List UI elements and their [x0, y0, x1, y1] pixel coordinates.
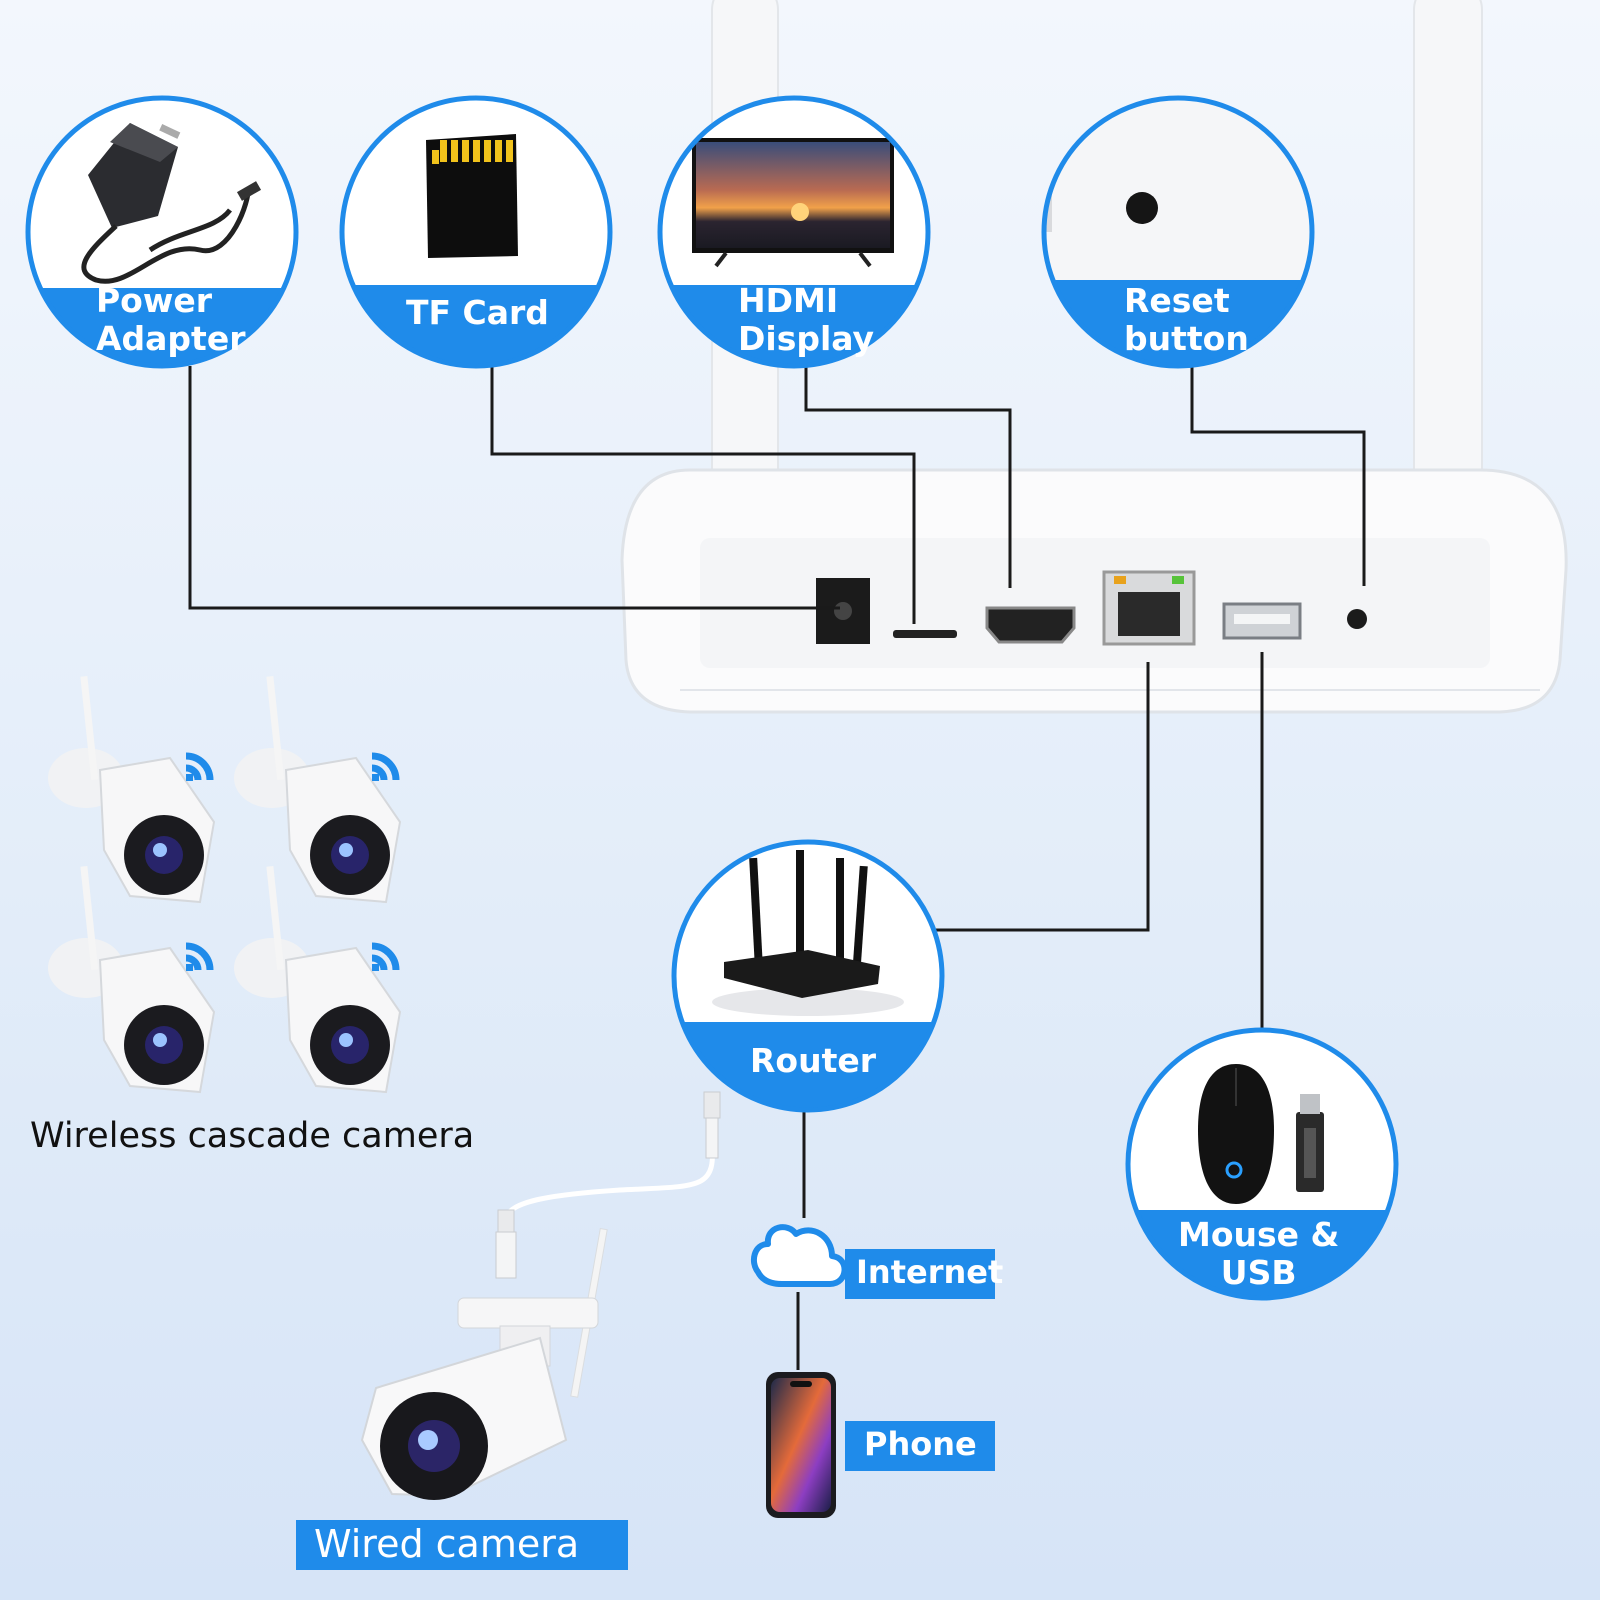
power-adapter-label: Power Adapter: [96, 281, 246, 358]
wired-camera-label: Wired camera: [314, 1522, 580, 1566]
mouse-usb-label: Mouse & USB: [1178, 1215, 1340, 1292]
hdmi-port: [985, 606, 1076, 644]
bubble-mouse-usb: [1125, 1027, 1399, 1301]
wireless-cameras-group: [48, 675, 402, 1094]
internet-label: Internet: [856, 1253, 1004, 1291]
ethernet-cable: [495, 1091, 721, 1279]
tf-connector-line: [490, 366, 916, 624]
power-connector-line: [188, 366, 840, 610]
bubble-tf-card: [339, 95, 613, 369]
tv-display-icon: [692, 138, 894, 268]
reset-hole-icon: [1126, 192, 1158, 224]
hdmi-display-label: HDMI Display: [738, 281, 875, 358]
nvr-device: [620, 0, 1568, 714]
tf-slot: [893, 630, 957, 638]
nvr-antenna-right: [1413, 0, 1483, 541]
hdmi-connector-line: [804, 366, 1012, 588]
reset-hole: [1347, 609, 1367, 629]
internet-label-bg: [845, 1249, 995, 1299]
router-icon: [712, 850, 904, 1016]
cloud-icon: [750, 1224, 848, 1287]
wired-camera-label-bg: [296, 1520, 628, 1570]
wireless-camera-1: [48, 675, 216, 904]
wired-camera: [360, 1227, 608, 1500]
reset-button-label: Reset button: [1124, 281, 1249, 358]
bubble-router: [671, 839, 945, 1113]
wireless-cascade-camera-label: Wireless cascade camera: [30, 1116, 475, 1156]
power-adapter-icon: [81, 123, 262, 284]
connector-lines: [188, 366, 1366, 1370]
phone-label: Phone: [864, 1425, 977, 1463]
sd-card-icon: [426, 134, 518, 258]
wireless-camera-4: [234, 865, 402, 1094]
wireless-camera-2: [234, 675, 402, 904]
mouse-usb-icon: [1198, 1064, 1324, 1204]
bubble-power-adapter: [25, 95, 299, 369]
phone-icon: [766, 1372, 836, 1518]
router-label: Router: [750, 1041, 877, 1080]
router-connector-line: [936, 662, 1150, 932]
phone-label-bg: [845, 1421, 995, 1471]
tf-card-label: TF Card: [406, 293, 549, 332]
reset-connector-line: [1190, 366, 1366, 586]
wireless-camera-3: [48, 865, 216, 1094]
